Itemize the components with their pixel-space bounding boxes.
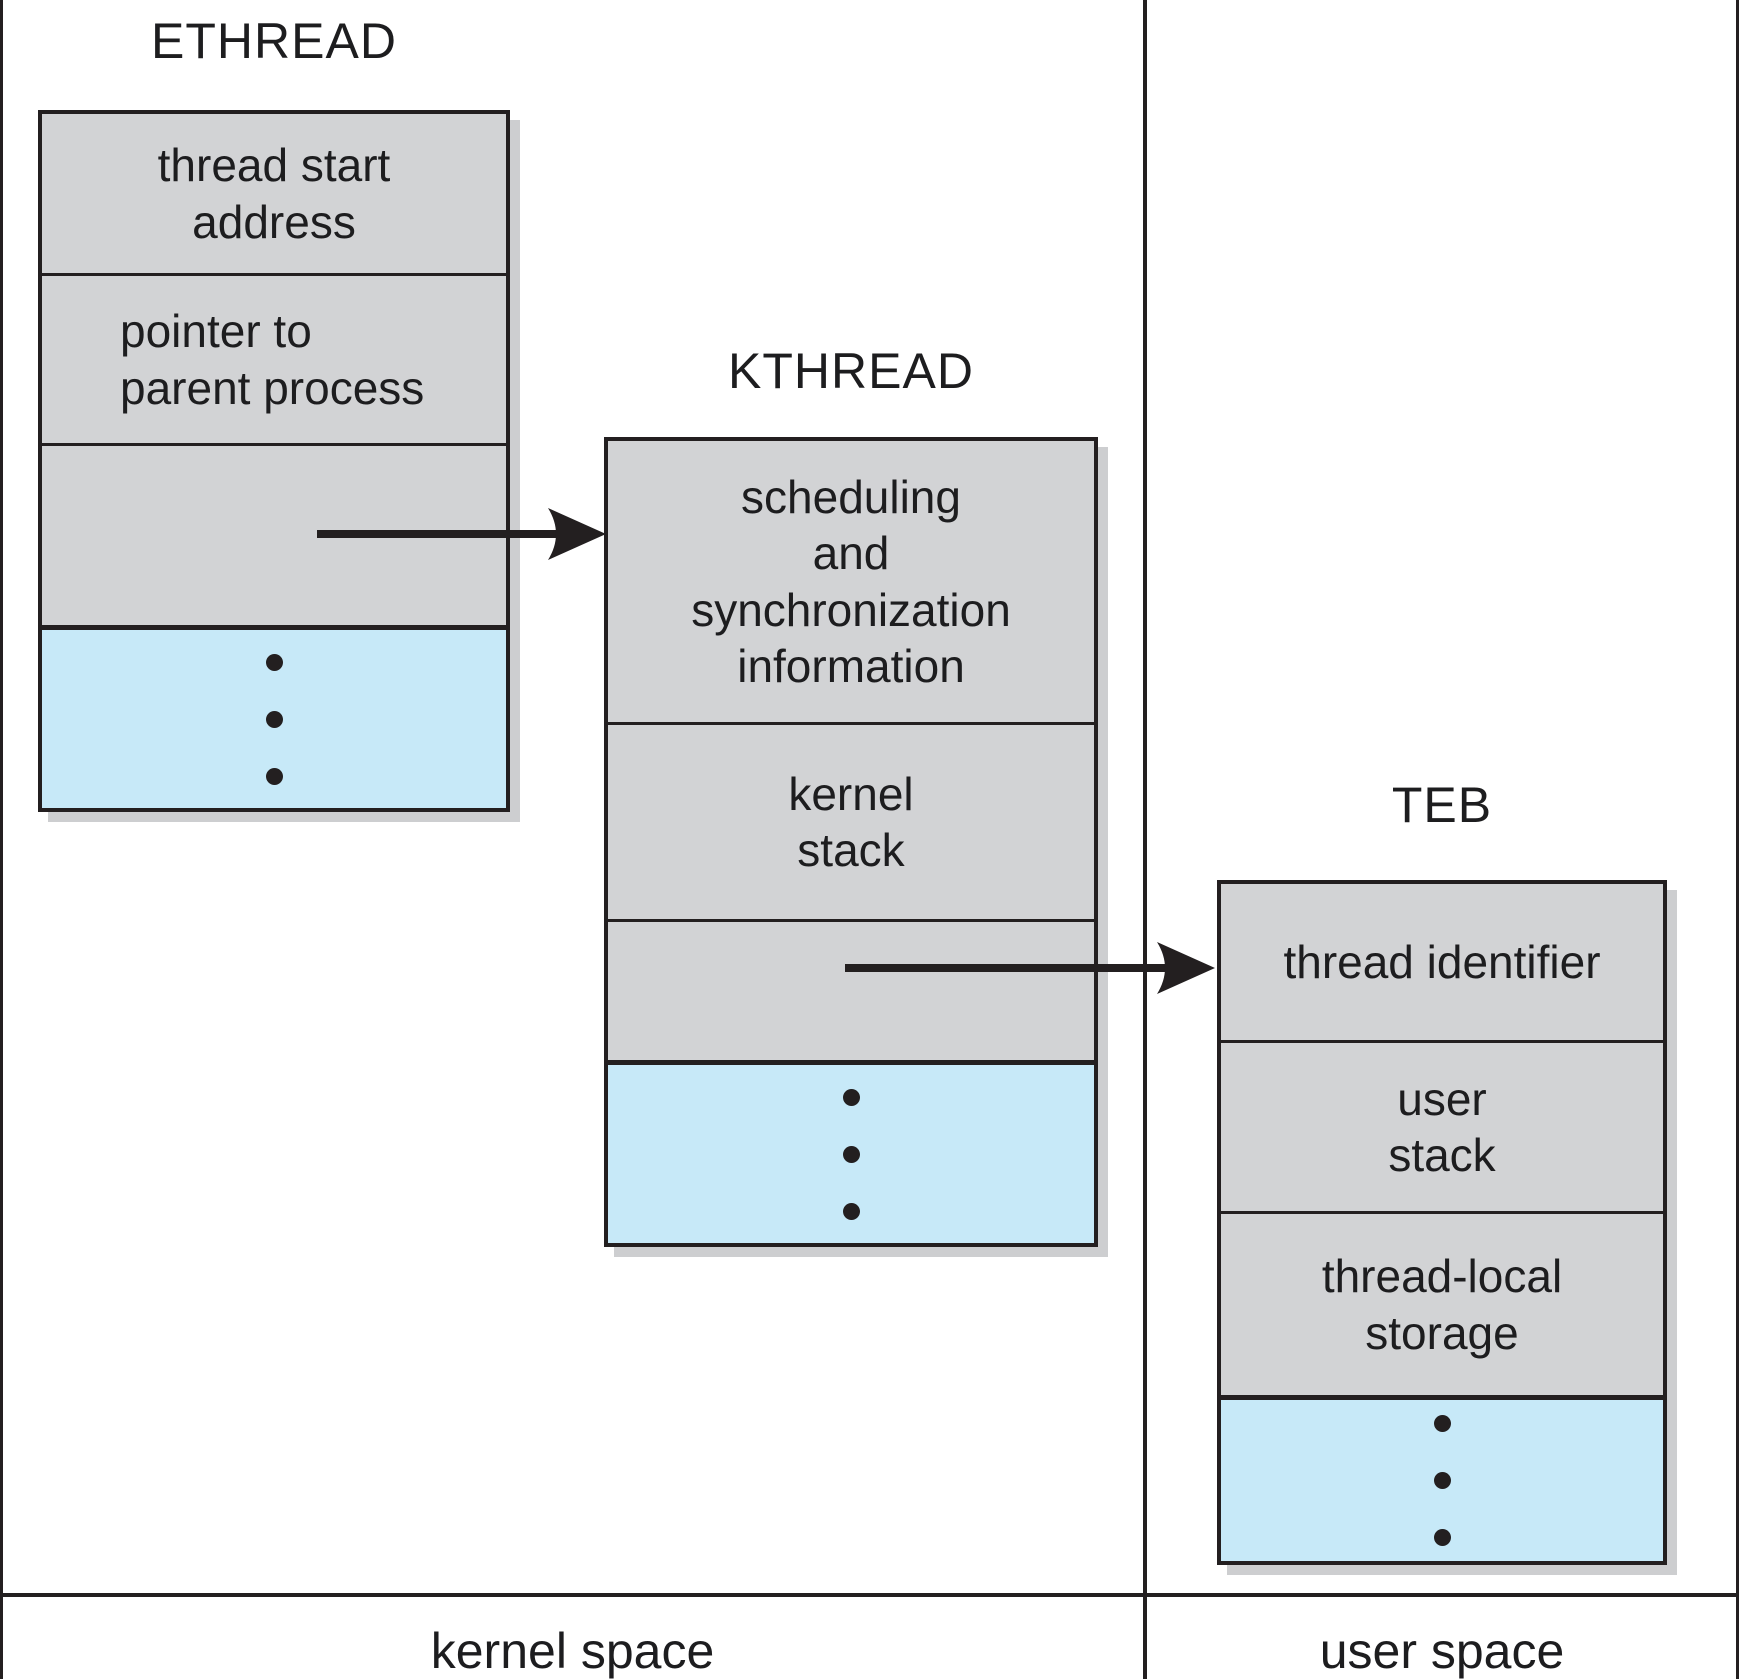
ellipsis-dot [1433,1415,1451,1432]
ellipsis-dot [842,1202,860,1220]
kthread-row-kernel-stack: kernel stack [608,722,1094,919]
kthread-title: KTHREAD [728,343,974,399]
ethread-ellipsis-row [42,625,506,808]
kthread-ellipsis-row [608,1060,1094,1243]
teb-box: thread identifier user stack thread-loca… [1217,880,1667,1565]
ellipsis-dot [1433,1529,1451,1546]
ethread-box: thread start address pointer to parent p… [38,110,510,812]
kernel-space-label: kernel space [430,1623,715,1679]
ellipsis-dot [842,1088,860,1106]
kthread-row-scheduling-sync-info: scheduling and synchronization informati… [608,441,1094,722]
teb-row-thread-identifier: thread identifier [1221,884,1663,1040]
user-space-label: user space [1319,1623,1565,1679]
kthread-box: scheduling and synchronization informati… [604,437,1098,1247]
kernel-user-divider [1143,0,1147,1679]
outer-border-left [0,0,3,1679]
teb-row-thread-local-storage: thread-local storage [1221,1211,1663,1395]
teb-ellipsis-row [1221,1395,1663,1561]
ethread-title: ETHREAD [151,13,397,69]
ellipsis-dot [265,710,283,728]
ethread-row-thread-start-address: thread start address [42,114,506,273]
ellipsis-dot [842,1145,860,1163]
ethread-row-pointer-field [42,443,506,625]
outer-border-right [1736,0,1739,1679]
ellipsis-dot [1433,1472,1451,1489]
label-band-separator [0,1593,1739,1597]
kthread-row-pointer-field [608,919,1094,1060]
ellipsis-dot [265,767,283,785]
ellipsis-dot [265,653,283,671]
teb-row-user-stack: user stack [1221,1040,1663,1211]
teb-title: TEB [1391,777,1493,833]
ethread-row-pointer-to-parent-process: pointer to parent process [42,273,506,443]
